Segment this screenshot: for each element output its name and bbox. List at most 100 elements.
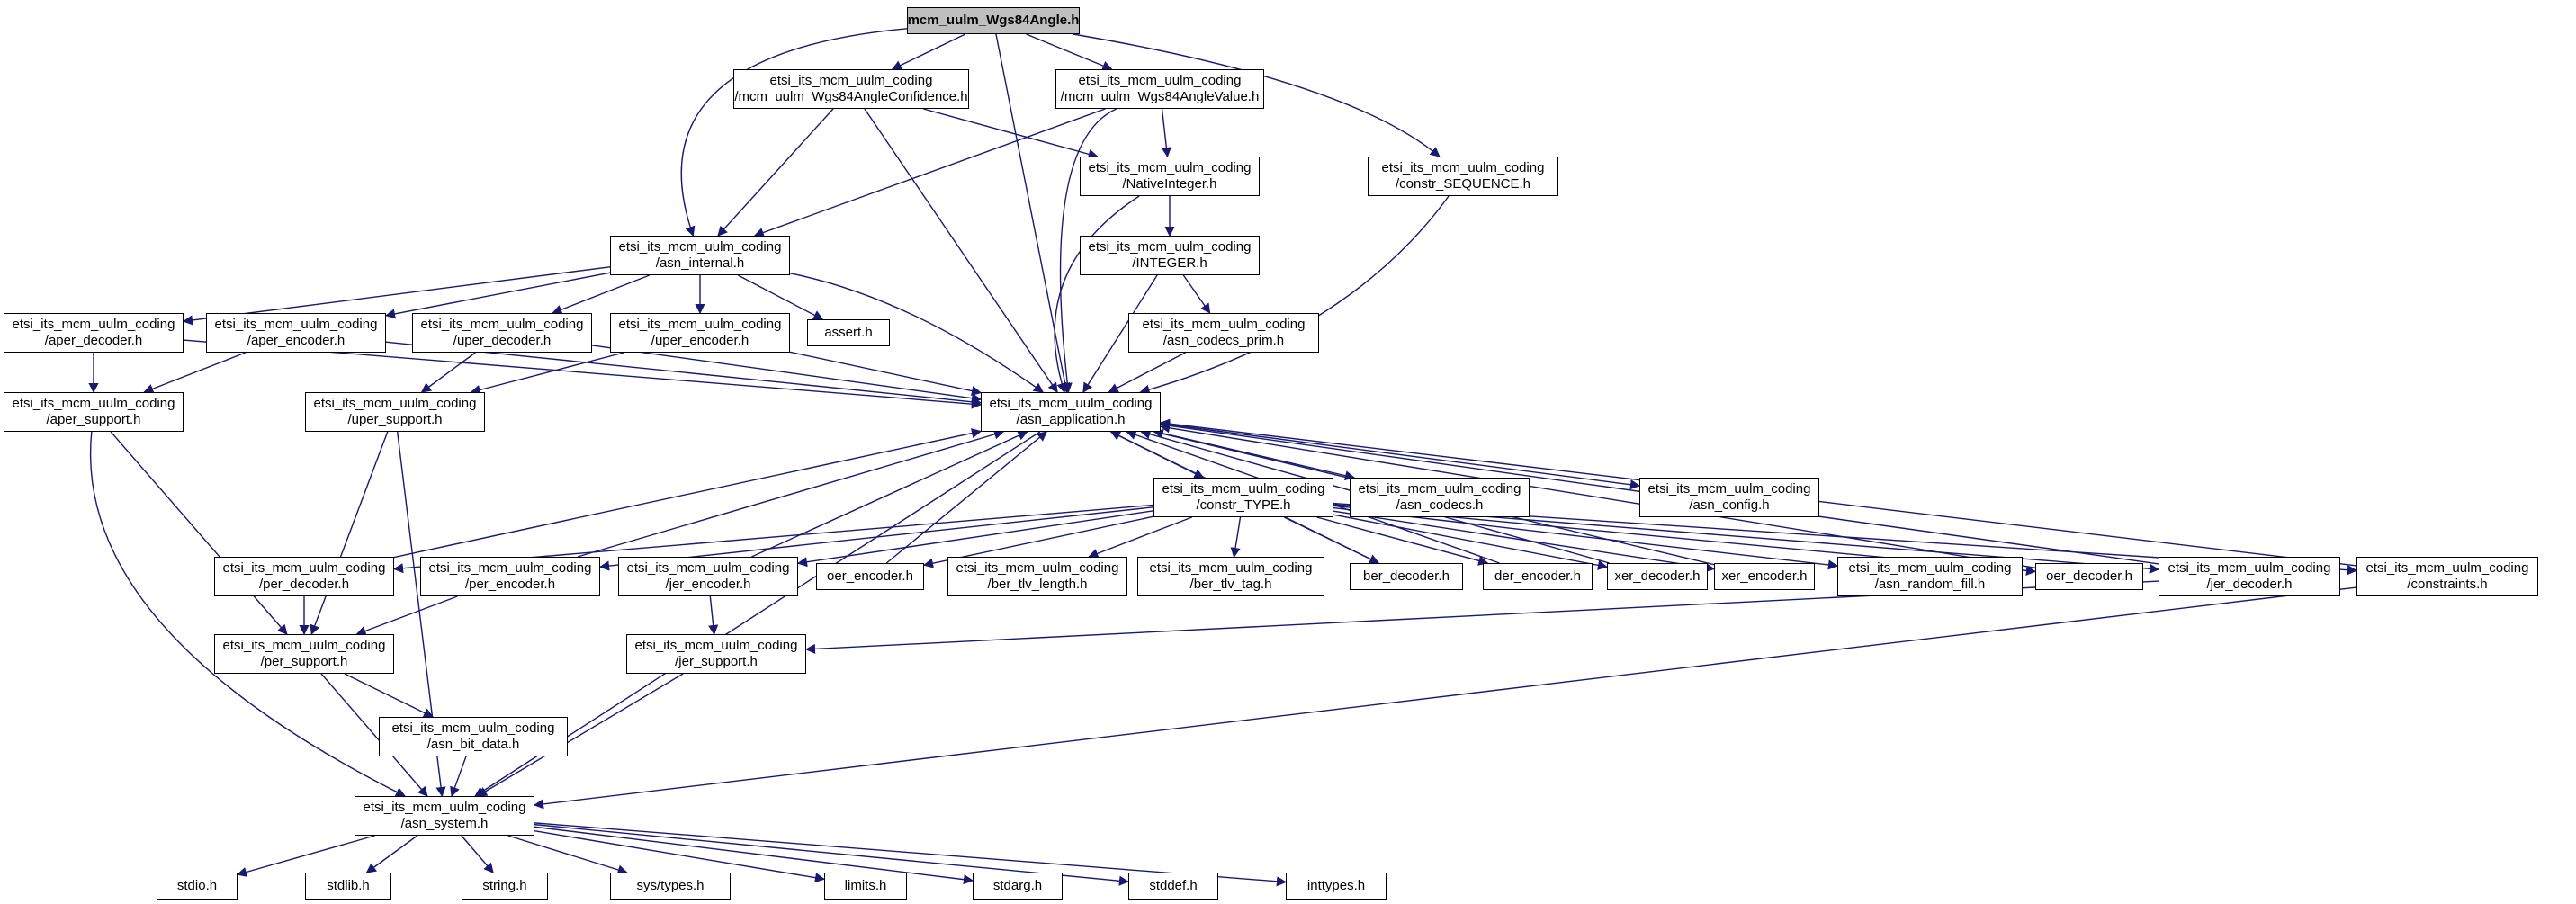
node-label: /constr_TYPE.h [1196,497,1291,513]
edge-INTEGER--asn_application [1082,274,1158,393]
node-INTEGER[interactable]: etsi_its_mcm_uulm_coding/INTEGER.h [1080,236,1260,275]
node-asn_config[interactable]: etsi_its_mcm_uulm_coding/asn_config.h [1639,478,1819,517]
node-label: /aper_encoder.h [247,333,346,348]
edge-asn_system--stdarg [534,826,974,885]
node-label: etsi_its_mcm_uulm_coding [1647,481,1811,497]
edge-mcm_uulm_Wgs84AngleValue--asn_internal [753,108,1106,237]
edge-asn_internal--assert [737,274,824,320]
node-asn_codecs_prim[interactable]: etsi_its_mcm_uulm_coding/asn_codecs_prim… [1128,313,1319,353]
node-label: etsi_its_mcm_uulm_coding [769,73,933,88]
node-label: etsi_its_mcm_uulm_coding [1381,160,1545,175]
node-label: /mcm_uulm_Wgs84AngleConfidence.h [734,89,968,104]
node-label: stdlib.h [327,878,370,893]
node-per_support[interactable]: etsi_its_mcm_uulm_coding/per_support.h [214,634,394,674]
edge-constr_TYPE--ber_tlv_tag [1230,516,1242,559]
node-sys_types: sys/types.h [610,873,731,900]
node-mcm_uulm_Wgs84Angle: mcm_uulm_Wgs84Angle.h [907,7,1080,34]
node-per_decoder[interactable]: etsi_its_mcm_uulm_coding/per_decoder.h [214,557,394,596]
node-label: /asn_system.h [400,816,489,831]
edge-mcm_uulm_Wgs84Angle--asn_internal [680,28,908,237]
edge-uper_encoder--asn_application [789,351,983,397]
node-mcm_uulm_Wgs84AngleConfidence[interactable]: etsi_its_mcm_uulm_coding/mcm_uulm_Wgs84A… [733,69,969,109]
edge-mcm_uulm_Wgs84AngleConfidence--NativeInteger [923,108,1099,159]
node-der_encoder: der_encoder.h [1483,563,1593,590]
node-per_encoder[interactable]: etsi_its_mcm_uulm_coding/per_encoder.h [420,557,600,596]
node-label: etsi_its_mcm_uulm_coding [618,317,782,332]
node-label: /asn_bit_data.h [426,737,520,752]
node-uper_decoder[interactable]: etsi_its_mcm_uulm_coding/uper_decoder.h [412,313,592,353]
node-aper_encoder[interactable]: etsi_its_mcm_uulm_coding/aper_encoder.h [206,313,386,353]
edge-asn_application--asn_system [474,431,1041,797]
node-label: etsi_its_mcm_uulm_coding [313,396,477,411]
node-asn_codecs[interactable]: etsi_its_mcm_uulm_coding/asn_codecs.h [1350,478,1530,517]
node-stddef: stddef.h [1128,873,1218,900]
node-stdlib: stdlib.h [305,873,391,900]
edge-asn_application--asn_codecs [1155,431,1356,481]
node-constr_TYPE[interactable]: etsi_its_mcm_uulm_coding/constr_TYPE.h [1153,478,1333,517]
node-constr_SEQUENCE[interactable]: etsi_its_mcm_uulm_coding/constr_SEQUENCE… [1368,157,1558,196]
node-ber_decoder: ber_decoder.h [1350,563,1463,590]
node-asn_system[interactable]: etsi_its_mcm_uulm_coding/asn_system.h [355,796,534,836]
node-NativeInteger[interactable]: etsi_its_mcm_uulm_coding/NativeInteger.h [1080,157,1260,196]
edge-jer_encoder--jer_support [708,595,719,636]
node-label: etsi_its_mcm_uulm_coding [363,800,526,815]
edge-NativeInteger--asn_application [1054,195,1140,394]
node-limits: limits.h [824,873,907,900]
node-label: etsi_its_mcm_uulm_coding [618,239,782,255]
node-assert: assert.h [807,319,890,346]
node-label: oer_encoder.h [827,568,913,584]
node-mcm_uulm_Wgs84AngleValue[interactable]: etsi_its_mcm_uulm_coding/mcm_uulm_Wgs84A… [1055,69,1264,109]
edge-constr_TYPE--jer_encoder [796,510,1154,568]
node-jer_encoder[interactable]: etsi_its_mcm_uulm_coding/jer_encoder.h [618,557,798,596]
node-label: /asn_application.h [1016,412,1126,427]
node-stdio: stdio.h [157,873,238,900]
edge-aper_support--per_support [110,431,288,635]
edge-mcm_uulm_Wgs84AngleConfidence--asn_internal [717,108,834,237]
node-ber_tlv_tag[interactable]: etsi_its_mcm_uulm_coding/ber_tlv_tag.h [1137,557,1324,596]
edge-uper_decoder--uper_support [420,352,476,393]
node-label: /asn_codecs.h [1396,497,1484,513]
node-label: /per_decoder.h [258,577,350,592]
node-xer_decoder: xer_decoder.h [1607,563,1708,590]
node-label: etsi_its_mcm_uulm_coding [989,396,1153,411]
node-asn_random_fill[interactable]: etsi_its_mcm_uulm_coding/asn_random_fill… [1837,557,2023,596]
node-oer_encoder: oer_encoder.h [816,563,924,590]
node-aper_decoder[interactable]: etsi_its_mcm_uulm_coding/aper_decoder.h [4,313,184,353]
node-asn_application[interactable]: etsi_its_mcm_uulm_coding/asn_application… [981,392,1161,432]
node-label: stdarg.h [992,878,1043,893]
node-asn_bit_data[interactable]: etsi_its_mcm_uulm_coding/asn_bit_data.h [379,717,568,756]
node-jer_support[interactable]: etsi_its_mcm_uulm_coding/jer_support.h [626,634,806,674]
node-label: etsi_its_mcm_uulm_coding [1162,481,1325,497]
node-asn_internal[interactable]: etsi_its_mcm_uulm_coding/asn_internal.h [610,236,790,275]
edge-asn_system--string [461,835,494,873]
node-label: /NativeInteger.h [1122,176,1217,192]
edge-uper_encoder--uper_support [470,352,624,395]
edge-INTEGER--asn_codecs_prim [1182,274,1211,314]
node-label: /asn_config.h [1689,497,1770,513]
edge-constr_TYPE--xer_decoder [1333,514,1609,570]
node-string: string.h [462,873,548,900]
node-uper_support[interactable]: etsi_its_mcm_uulm_coding/uper_support.h [305,392,485,432]
node-label: /ber_tlv_length.h [987,577,1088,592]
node-label: mcm_uulm_Wgs84Angle.h [907,13,1080,28]
edge-asn_system--inttypes [534,822,1288,887]
node-label: etsi_its_mcm_uulm_coding [1088,160,1252,175]
edge-constr_TYPE--ber_tlv_length [1088,516,1193,559]
edge-asn_application--asn_config [1160,423,1641,490]
node-uper_encoder[interactable]: etsi_its_mcm_uulm_coding/uper_encoder.h [610,313,790,353]
node-label: /per_encoder.h [464,577,556,592]
edge-aper_encoder--aper_support [143,352,247,394]
node-oer_decoder: oer_decoder.h [2035,563,2143,590]
node-jer_decoder[interactable]: etsi_its_mcm_uulm_coding/jer_decoder.h [2159,557,2340,596]
node-constraints[interactable]: etsi_its_mcm_uulm_coding/constraints.h [2356,557,2538,596]
node-label: /jer_support.h [675,654,758,669]
node-aper_support[interactable]: etsi_its_mcm_uulm_coding/aper_support.h [4,392,184,432]
node-label: inttypes.h [1306,878,1366,893]
edge-uper_support--per_support [310,431,389,636]
node-label: /mcm_uulm_Wgs84AngleValue.h [1060,89,1260,104]
node-label: /uper_encoder.h [651,333,749,348]
node-ber_tlv_length[interactable]: etsi_its_mcm_uulm_coding/ber_tlv_length.… [947,557,1127,596]
node-label: etsi_its_mcm_uulm_coding [222,638,386,653]
edge-per_encoder--asn_application [577,429,1005,558]
